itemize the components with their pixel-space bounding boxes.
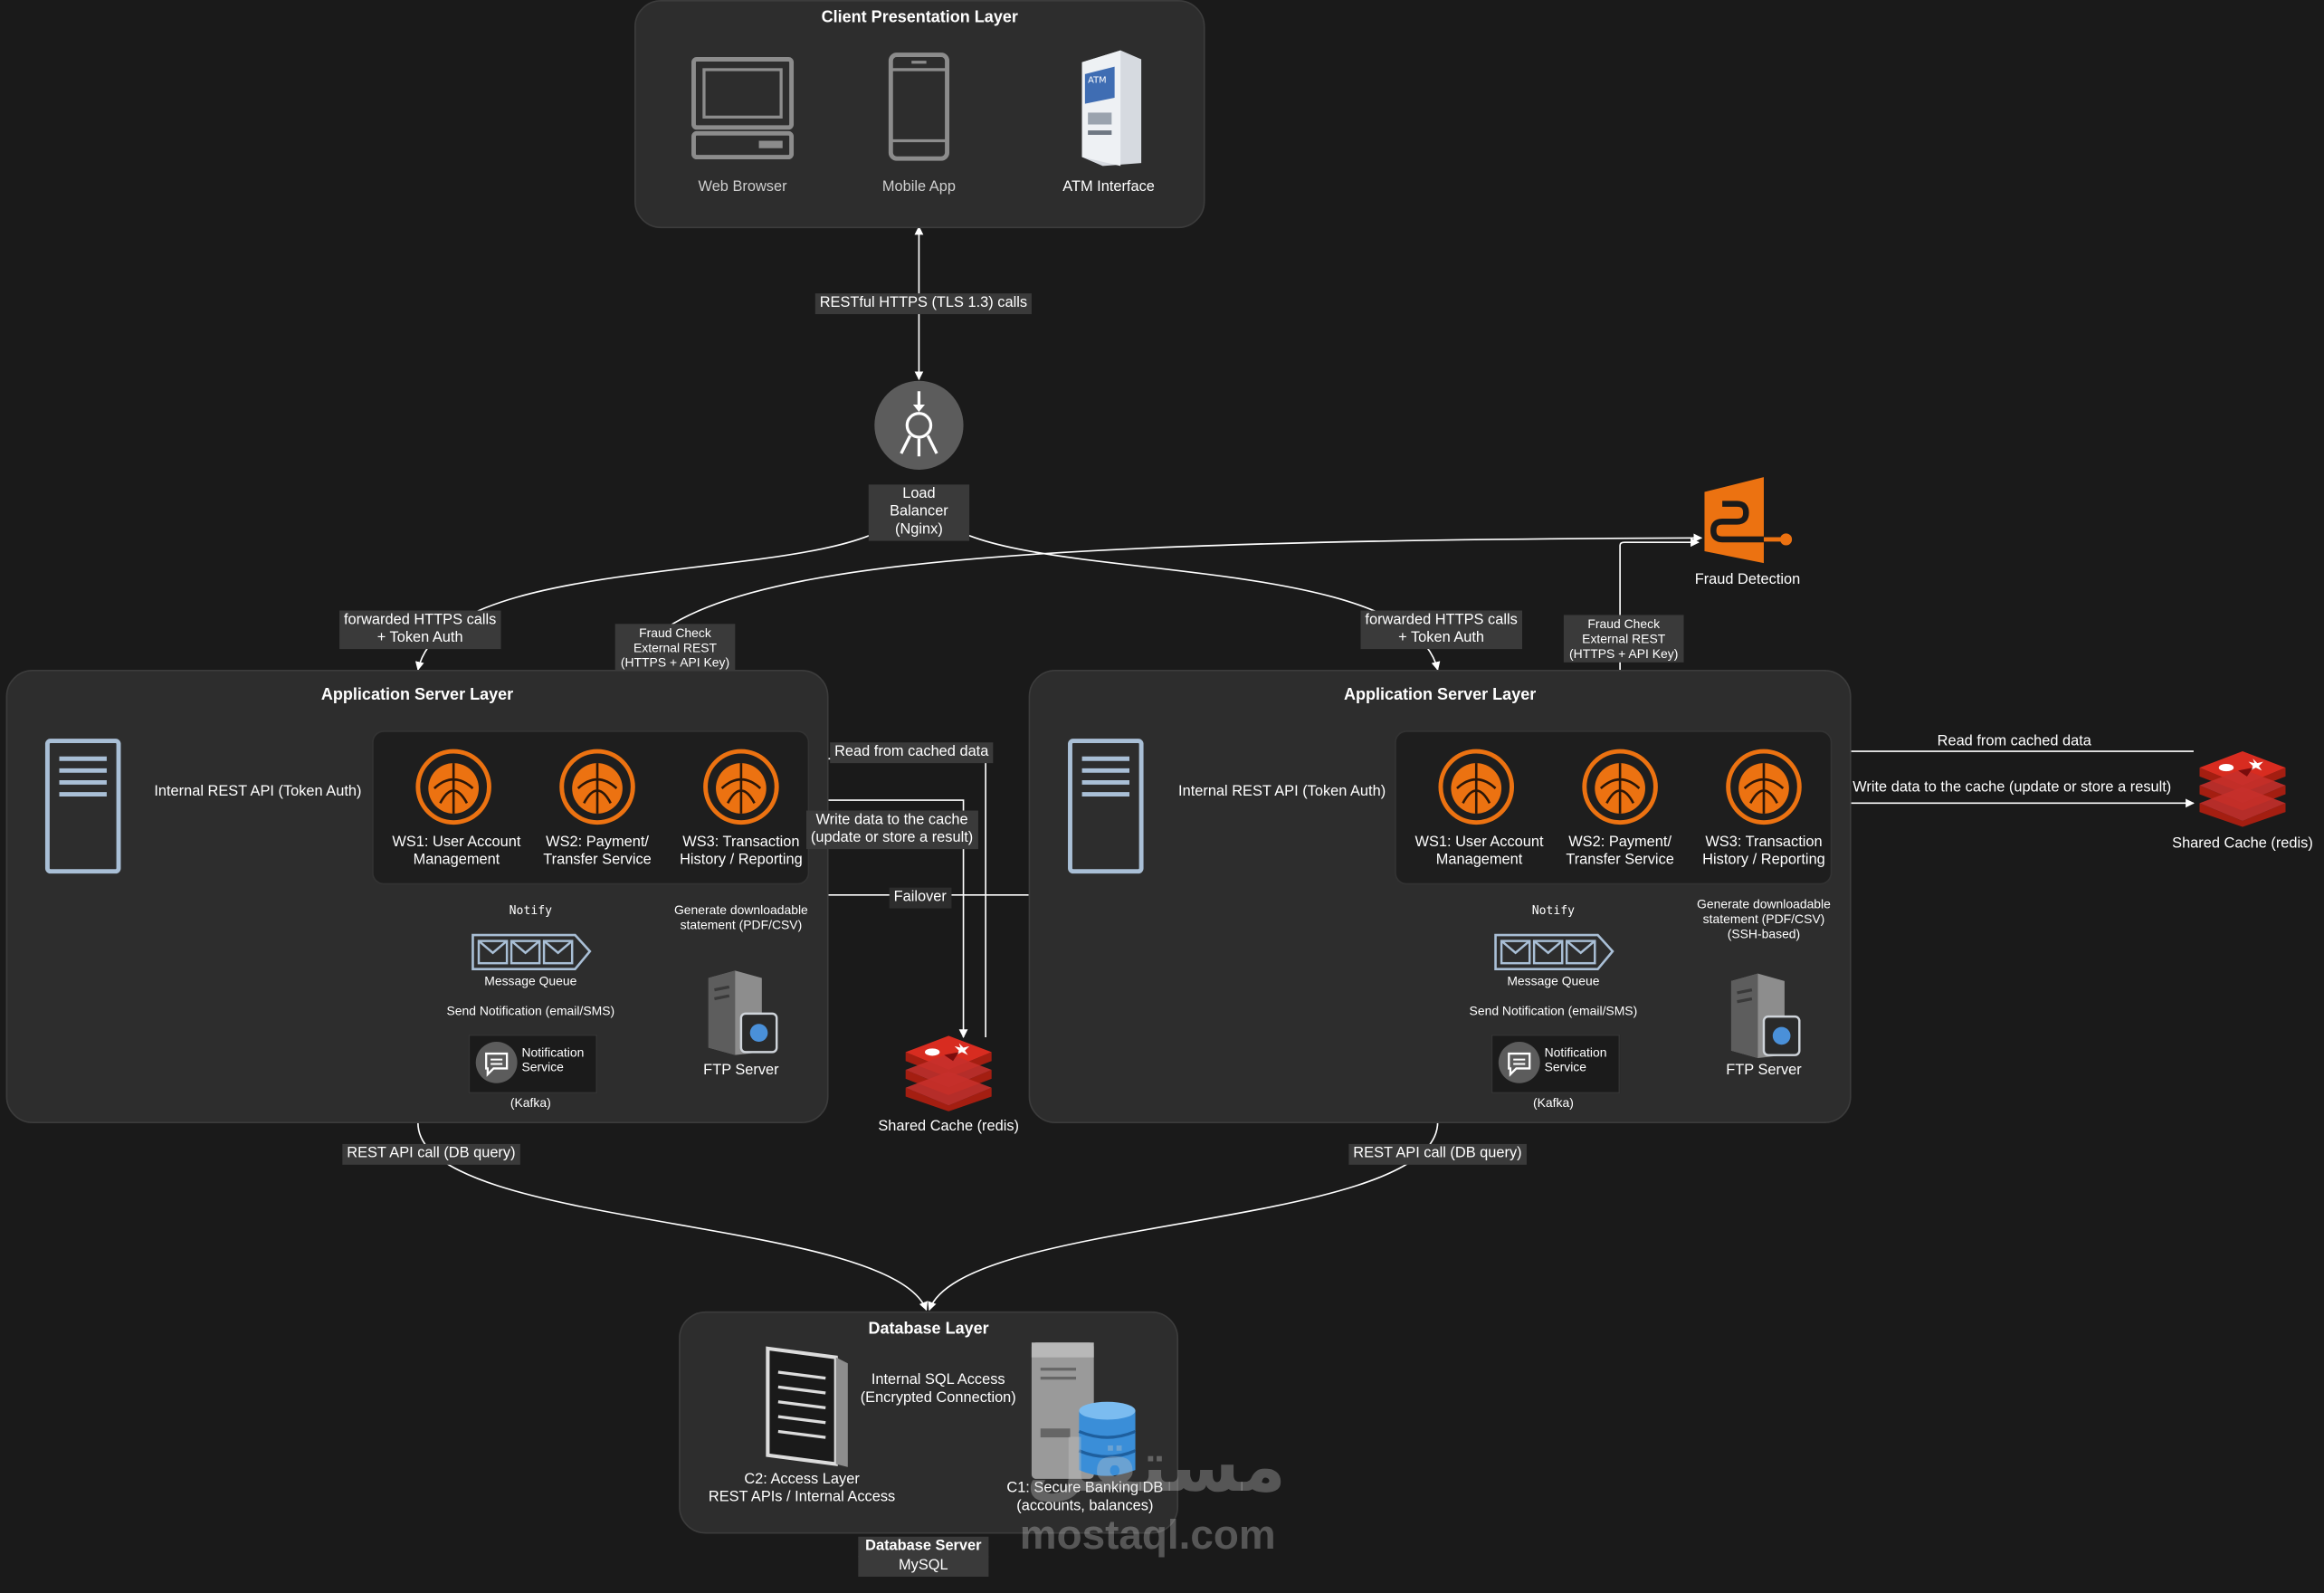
right-redis-cache-icon bbox=[2199, 751, 2286, 827]
left-db-call-label: REST API call (DB query) bbox=[342, 1143, 520, 1165]
right-notification-service-label: Notification Service bbox=[1544, 1045, 1607, 1074]
left-redis-cache-icon bbox=[905, 1035, 992, 1111]
right-fraud-check-label: Fraud Check External REST (HTTPS + API K… bbox=[1563, 615, 1684, 663]
left-cache-read-label: Read from cached data bbox=[830, 742, 994, 764]
web-browser-label: Web Browser bbox=[698, 179, 787, 196]
left-message-queue-label: Message Queue bbox=[484, 973, 577, 989]
right-fraud-check-link bbox=[1619, 538, 1700, 753]
left-ftp-server-icon bbox=[708, 970, 778, 1055]
client-layer-title: Client Presentation Layer bbox=[821, 8, 1018, 27]
atm-interface-label: ATM Interface bbox=[1062, 179, 1155, 196]
load-balancer-icon bbox=[874, 380, 964, 470]
right-cache-read-label: Read from cached data bbox=[1937, 733, 2091, 750]
access-layer-label: C2: Access Layer REST APIs / Internal Ac… bbox=[708, 1471, 896, 1506]
left-app-layer-title: Application Server Layer bbox=[320, 686, 514, 704]
left-ws2-service-icon bbox=[559, 749, 635, 825]
right-app-layer-title: Application Server Layer bbox=[1343, 686, 1537, 704]
left-message-queue-icon bbox=[471, 933, 592, 971]
database-server-engine: MySQL bbox=[858, 1556, 989, 1577]
right-generate-statement-label: Generate downloadable statement (PDF/CSV… bbox=[1697, 896, 1831, 941]
database-layer-title: Database Layer bbox=[868, 1320, 989, 1339]
secure-banking-db-icon bbox=[1031, 1342, 1137, 1479]
client-link-label: RESTful HTTPS (TLS 1.3) calls bbox=[814, 293, 1032, 315]
failover-label: Failover bbox=[889, 887, 951, 909]
left-notify-label: Notify bbox=[509, 903, 553, 918]
right-forwarded-label: forwarded HTTPS calls + Token Auth bbox=[1360, 610, 1522, 650]
right-internal-api-label: Internal REST API (Token Auth) bbox=[1178, 784, 1386, 801]
left-ws2-label: WS2: Payment/ Transfer Service bbox=[543, 834, 652, 869]
left-cache-write-label: Write data to the cache (update or store… bbox=[805, 810, 978, 850]
right-ws3-service-icon bbox=[1726, 749, 1802, 825]
left-internal-api-label: Internal REST API (Token Auth) bbox=[154, 784, 362, 801]
watermark-domain: mostaql.com bbox=[1019, 1511, 1276, 1558]
right-ftp-server-label: FTP Server bbox=[1726, 1062, 1802, 1079]
right-ws2-label: WS2: Payment/ Transfer Service bbox=[1566, 834, 1674, 869]
left-fraud-check-label: Fraud Check External REST (HTTPS + API K… bbox=[614, 624, 736, 672]
right-ws2-service-icon bbox=[1582, 749, 1658, 825]
mobile-phone-icon bbox=[888, 52, 950, 161]
right-notification-chat-icon bbox=[1498, 1041, 1540, 1083]
secure-banking-db-label: C1: Secure Banking DB (accounts, balance… bbox=[1006, 1480, 1164, 1515]
left-ws3-label: WS3: Transaction History / Reporting bbox=[680, 834, 803, 869]
right-ftp-server-icon bbox=[1730, 973, 1801, 1058]
left-ws1-label: WS1: User Account Management bbox=[392, 834, 521, 869]
right-ws1-label: WS1: User Account Management bbox=[1414, 834, 1544, 869]
desktop-computer-icon bbox=[691, 57, 795, 159]
left-ftp-server-label: FTP Server bbox=[703, 1062, 779, 1079]
right-cache-write-label: Write data to the cache (update or store… bbox=[1853, 779, 2172, 796]
left-app-layer-panel: Application Server Layer bbox=[5, 670, 829, 1123]
atm-machine-icon: ATM bbox=[1081, 50, 1142, 167]
right-app-server-icon bbox=[1068, 739, 1144, 874]
load-balancer-label: Load Balancer (Nginx) bbox=[868, 484, 970, 541]
right-message-queue-icon bbox=[1494, 933, 1614, 971]
left-ws1-service-icon bbox=[415, 749, 491, 825]
left-cache-write-link bbox=[805, 799, 968, 1039]
right-notify-label: Notify bbox=[1531, 903, 1576, 918]
atm-screen-glyph: ATM bbox=[1088, 76, 1106, 86]
left-notification-service-label: Notification Service bbox=[521, 1045, 585, 1074]
database-server-title: Database Server bbox=[858, 1536, 989, 1558]
right-ws3-label: WS3: Transaction History / Reporting bbox=[1702, 834, 1825, 869]
right-ws1-service-icon bbox=[1438, 749, 1515, 825]
left-ws3-service-icon bbox=[703, 749, 779, 825]
left-generate-statement-label: Generate downloadable statement (PDF/CSV… bbox=[673, 902, 808, 932]
watermark-arabic: مستقل bbox=[1025, 1428, 1286, 1508]
left-kafka-label: (Kafka) bbox=[510, 1094, 551, 1111]
right-shared-cache-label: Shared Cache (redis) bbox=[2172, 835, 2313, 853]
database-layer-panel: Database Layer bbox=[679, 1311, 1179, 1534]
left-send-notification-label: Send Notification (email/SMS) bbox=[446, 1003, 615, 1018]
left-app-server-icon bbox=[44, 739, 121, 874]
sql-access-label: Internal SQL Access (Encrypted Connectio… bbox=[860, 1372, 1016, 1407]
right-db-call-label: REST API call (DB query) bbox=[1348, 1143, 1527, 1165]
right-send-notification-label: Send Notification (email/SMS) bbox=[1469, 1003, 1638, 1018]
left-forwarded-label: forwarded HTTPS calls + Token Auth bbox=[339, 610, 501, 650]
fraud-detection-label: Fraud Detection bbox=[1694, 571, 1801, 588]
right-kafka-label: (Kafka) bbox=[1532, 1094, 1574, 1111]
right-message-queue-label: Message Queue bbox=[1507, 973, 1600, 989]
mobile-app-label: Mobile App bbox=[881, 179, 956, 196]
fraud-detection-icon bbox=[1704, 477, 1793, 564]
left-notification-chat-icon bbox=[475, 1041, 518, 1083]
left-shared-cache-label: Shared Cache (redis) bbox=[878, 1119, 1020, 1136]
access-layer-document-icon bbox=[766, 1346, 848, 1467]
